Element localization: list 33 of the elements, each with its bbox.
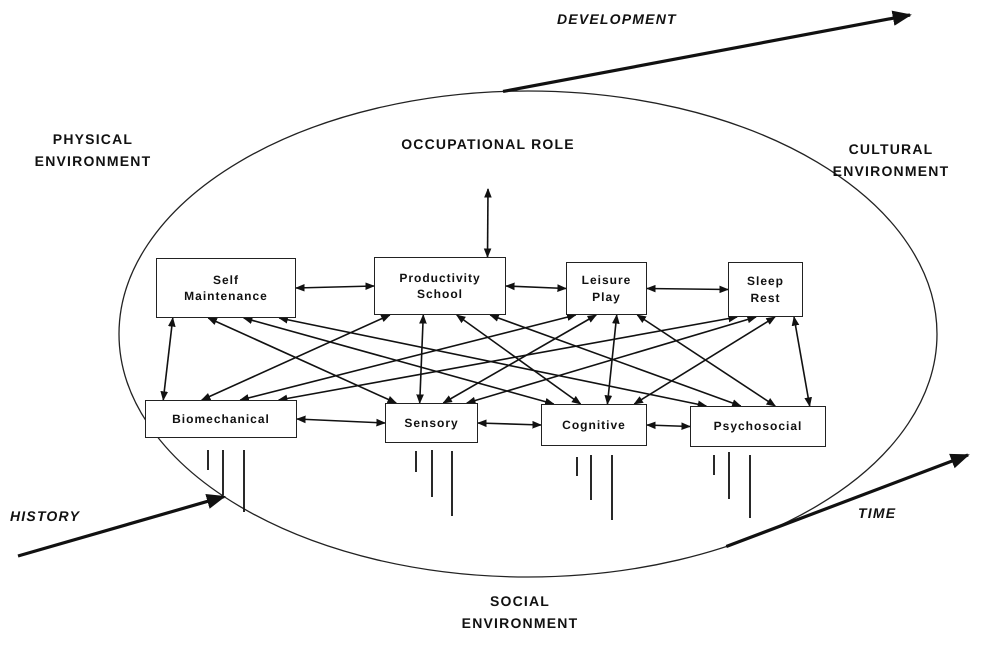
environment-label: SOCIAL ENVIRONMENT	[460, 592, 580, 634]
process-box: Psychosocial	[690, 406, 826, 447]
arrow	[18, 494, 226, 558]
arrow	[456, 314, 582, 405]
arrow	[604, 314, 620, 405]
arrow	[489, 314, 742, 407]
arrow	[726, 454, 970, 548]
arrow	[646, 421, 691, 430]
process-box: Biomechanical	[145, 400, 297, 438]
arrow	[416, 314, 427, 404]
process-box: Self Maintenance	[156, 258, 296, 318]
process-box: Cognitive	[541, 404, 647, 446]
process-box: Leisure Play	[566, 262, 647, 315]
arrow	[442, 314, 598, 404]
arrow	[792, 316, 812, 407]
environment-label: PHYSICAL ENVIRONMENT	[34, 130, 152, 172]
arrow	[646, 284, 729, 294]
edge-label: DEVELOPMENT	[557, 11, 677, 27]
arrow	[484, 188, 492, 258]
process-box: Sensory	[385, 403, 478, 443]
arrow	[477, 419, 542, 429]
edge-label: TIME	[858, 505, 896, 521]
arrow	[296, 416, 386, 426]
role-label: OCCUPATIONAL ROLE	[396, 133, 580, 185]
process-box: Productivity School	[374, 257, 506, 315]
arrow	[502, 10, 912, 94]
environment-label: CULTURAL ENVIRONMENT	[832, 140, 950, 182]
arrow	[295, 282, 375, 292]
arrow	[466, 316, 757, 404]
arrow	[505, 282, 567, 292]
edge-label: HISTORY	[10, 508, 80, 524]
process-box: Sleep Rest	[728, 262, 803, 317]
arrow	[160, 317, 176, 401]
